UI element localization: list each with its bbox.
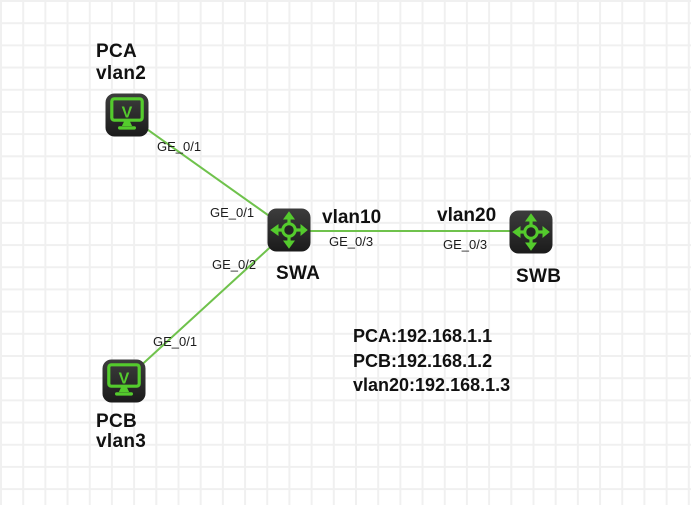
port-label-swa-to-pca: GE_0/1 (210, 205, 255, 220)
port-label-swb-to-swa: GE_0/3 (443, 237, 488, 252)
port-label-pcb-uplink: GE_0/1 (153, 334, 198, 349)
link-pcb-swa[interactable] (123, 229, 290, 382)
vlan-tag-swa-side: vlan10 (322, 207, 382, 228)
node-pcb-name-label: PCB (96, 411, 138, 432)
svg-text:V: V (119, 371, 130, 388)
svg-text:V: V (122, 105, 133, 122)
node-swa[interactable] (267, 208, 311, 252)
vlan-tag-swb-side: vlan20 (437, 205, 497, 226)
node-pcb[interactable]: V (102, 359, 146, 403)
ip-annotation-line1: PCA:192.168.1.1 (353, 326, 493, 346)
switch-icon (267, 208, 311, 252)
pc-icon: V (102, 359, 146, 403)
node-swb-name-label: SWB (516, 266, 562, 287)
ip-annotation: PCA:192.168.1.1 PCB:192.168.1.2 vlan20:1… (353, 324, 510, 398)
node-swb[interactable] (509, 210, 553, 254)
node-pca[interactable]: V (105, 93, 149, 137)
link-pca-swa[interactable] (126, 114, 290, 231)
node-pca-vlan-label: vlan2 (96, 63, 147, 84)
port-label-swa-to-pcb: GE_0/2 (212, 257, 257, 272)
ip-annotation-line2: PCB:192.168.1.2 (353, 350, 493, 371)
port-label-swa-to-swb: GE_0/3 (329, 234, 374, 249)
node-pcb-vlan-label: vlan3 (96, 431, 147, 452)
node-swa-name-label: SWA (276, 263, 321, 284)
node-pca-name-label: PCA (96, 41, 138, 62)
switch-icon (509, 210, 553, 254)
port-label-pca-uplink: GE_0/1 (157, 139, 202, 154)
ip-annotation-line3: vlan20:192.168.1.3 (353, 375, 511, 395)
pc-icon: V (105, 93, 149, 137)
